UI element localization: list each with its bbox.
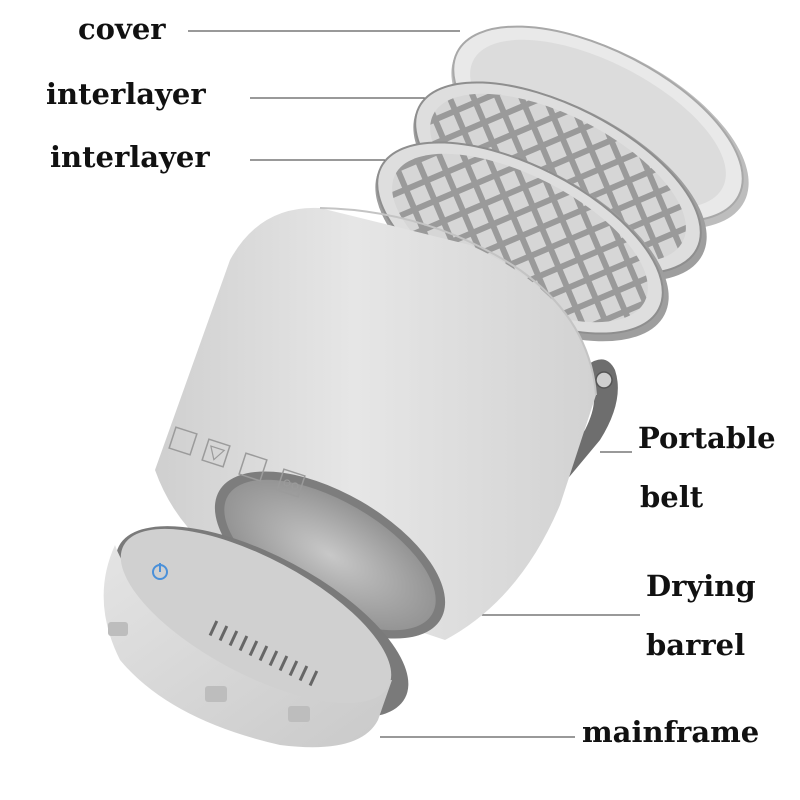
drying-barrel-part (155, 207, 597, 640)
interlayer-bottom-part (375, 141, 669, 342)
clothing-icon-3 (238, 452, 268, 482)
label-drying-barrel-line2: barrel (646, 628, 746, 662)
power-icon (152, 563, 168, 580)
mainframe-part (103, 526, 409, 748)
label-interlayer-top: interlayer (46, 77, 206, 111)
label-mainframe: mainframe (582, 715, 760, 749)
clothing-icon-1 (168, 426, 198, 456)
label-interlayer-bottom: interlayer (50, 140, 210, 174)
foot-center (205, 686, 227, 702)
label-drying-barrel-line1: Drying (646, 569, 756, 603)
clothing-icon-4 (276, 468, 306, 498)
label-cover: cover (78, 12, 166, 46)
foot-right (288, 706, 310, 722)
clothing-icon-2 (201, 438, 231, 468)
label-portable-belt-line2: belt (640, 480, 704, 514)
label-portable-belt-line1: Portable (638, 421, 776, 455)
vent-grille (208, 620, 319, 687)
foot-left (108, 622, 128, 636)
